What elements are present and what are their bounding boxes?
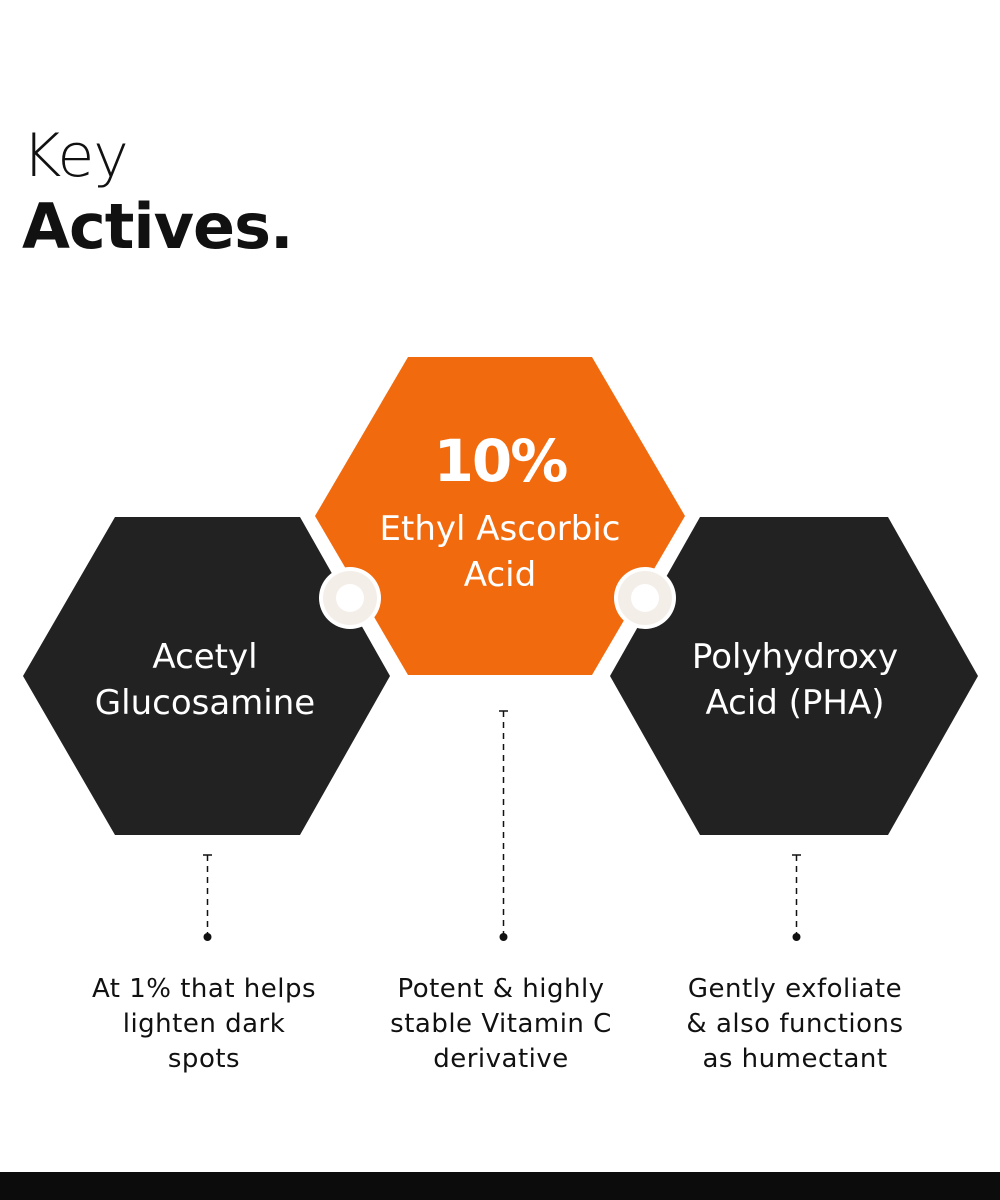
description-left-line1: At 1% that helps bbox=[91, 974, 317, 1004]
hexagon-acetyl-glucosamine bbox=[23, 517, 390, 835]
leader-line-left bbox=[203, 854, 212, 941]
active-name-left-line1: Acetyl bbox=[152, 637, 258, 677]
description-left: At 1% that helps lighten dark spots bbox=[54, 972, 354, 1077]
active-name-left-line2: Glucosamine bbox=[94, 683, 316, 723]
description-right: Gently exfoliate & also functions as hum… bbox=[645, 972, 945, 1077]
description-center-line2: stable Vitamin C bbox=[390, 1009, 612, 1039]
connector-right-inner bbox=[631, 584, 659, 612]
active-percent-center: 10% bbox=[433, 427, 569, 495]
description-left-line2: lighten dark bbox=[122, 1009, 286, 1039]
hexagon-polyhydroxy-acid bbox=[610, 517, 978, 835]
active-name-left: Acetyl Glucosamine bbox=[55, 634, 355, 726]
description-right-line1: Gently exfoliate bbox=[687, 974, 903, 1004]
active-name-right-line1: Polyhydroxy bbox=[691, 637, 899, 677]
leader-line-right bbox=[792, 854, 801, 941]
description-center-line3: derivative bbox=[433, 1044, 569, 1074]
hexagon-ethyl-ascorbic-acid bbox=[315, 357, 685, 675]
bottom-bar bbox=[0, 1172, 1000, 1200]
description-left-line3: spots bbox=[167, 1044, 241, 1074]
heading-key: Key bbox=[22, 121, 129, 191]
description-center-line1: Potent & highly bbox=[397, 974, 605, 1004]
description-center: Potent & highly stable Vitamin C derivat… bbox=[351, 972, 651, 1077]
active-name-center-line2: Acid bbox=[463, 555, 537, 595]
active-name-center: Ethyl Ascorbic Acid bbox=[330, 506, 670, 598]
heading-actives: Actives. bbox=[22, 190, 294, 263]
connector-left-inner bbox=[336, 584, 364, 612]
active-name-center-line1: Ethyl Ascorbic bbox=[379, 509, 621, 549]
description-right-line3: as humectant bbox=[702, 1044, 888, 1074]
active-name-right-line2: Acid (PHA) bbox=[705, 683, 885, 723]
leader-line-center bbox=[499, 710, 508, 941]
active-name-right: Polyhydroxy Acid (PHA) bbox=[645, 634, 945, 726]
description-right-line2: & also functions bbox=[686, 1009, 904, 1039]
